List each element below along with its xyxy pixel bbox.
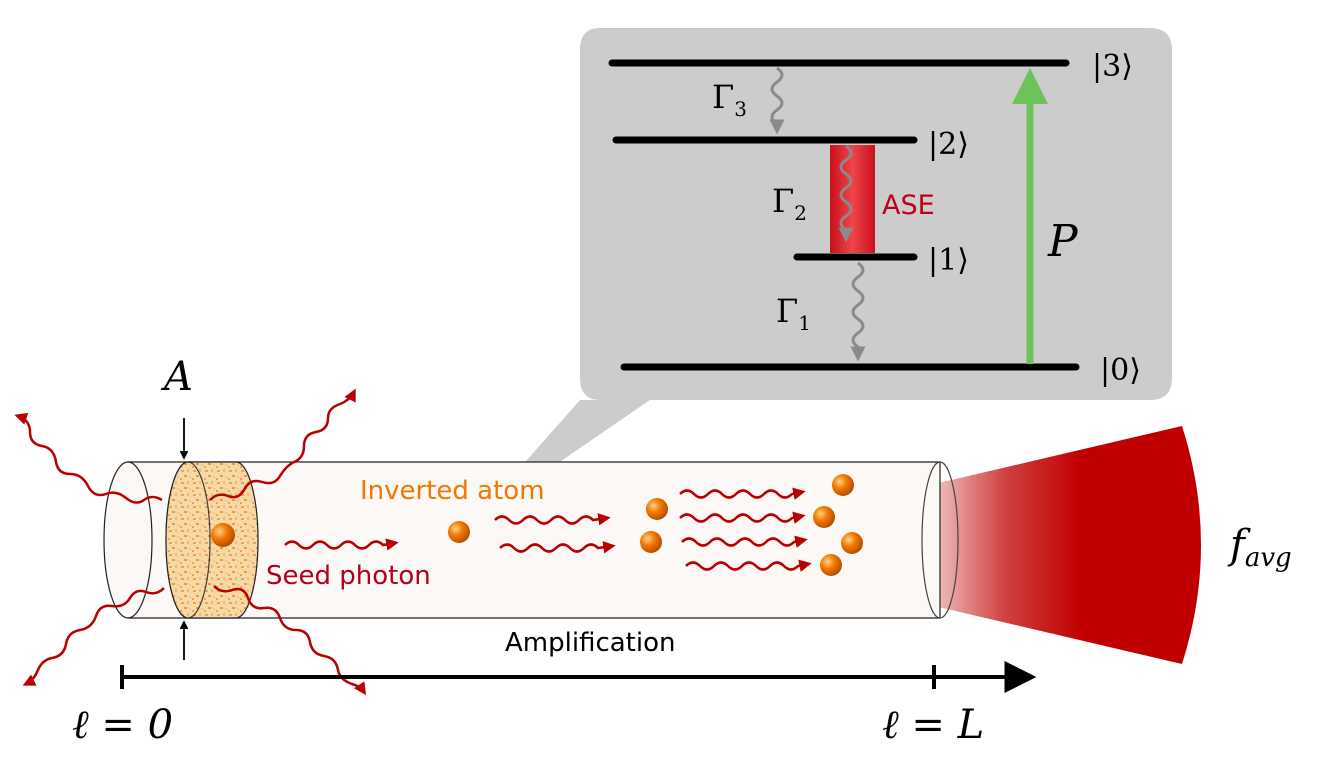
ase-bar	[830, 145, 875, 253]
seed-photon-label: Seed photon	[266, 561, 431, 591]
gamma1-subscript: 1	[798, 311, 811, 335]
tube-right-end	[921, 461, 959, 619]
gamma3-decay-arrow	[769, 66, 785, 135]
area-label: A	[160, 354, 193, 400]
inverted-atom	[448, 521, 470, 543]
escaping-photon-bottom-left	[22, 587, 165, 686]
atom-gen3-b	[813, 506, 835, 528]
atom-gen2-b	[640, 531, 662, 553]
inverted-atom-label: Inverted atom	[360, 476, 545, 506]
photon-gen2-a	[494, 513, 611, 526]
tube-left-end	[103, 461, 153, 619]
seed-atom	[211, 523, 235, 547]
atom-gen3-c	[841, 532, 863, 554]
level-2-label: |2⟩	[928, 127, 969, 162]
gamma2-label: Γ2	[772, 182, 807, 225]
output-label: favg	[1227, 522, 1292, 573]
photon-gen2-b	[499, 541, 616, 554]
photon-gen3-d	[685, 559, 812, 572]
escaping-photon-top-left	[14, 412, 163, 504]
end-label: ℓ = L	[882, 702, 984, 748]
output-label-subscript: avg	[1245, 543, 1292, 573]
gamma3-subscript: 3	[734, 97, 747, 121]
level-1-label: |1⟩	[928, 243, 969, 278]
gamma2-decay-arrow	[838, 144, 854, 243]
level-3-label: |3⟩	[1092, 49, 1133, 84]
escaping-photon-top-right	[209, 388, 356, 501]
gamma1-decay-arrow	[850, 261, 866, 362]
start-label: ℓ = 0	[72, 702, 173, 748]
atom-gen3-a	[832, 474, 854, 496]
gain-slice-front	[165, 461, 211, 619]
photon-gen3-b	[679, 511, 806, 524]
atom-gen3-d	[820, 554, 842, 576]
gamma3-label: Γ3	[712, 78, 747, 121]
callout-panel	[472, 28, 1172, 522]
gamma2-subscript: 2	[794, 201, 807, 225]
gamma1-label: Γ1	[776, 292, 811, 335]
level-0-label: |0⟩	[1100, 353, 1141, 388]
photon-group	[284, 487, 812, 572]
photon-gen3-c	[681, 535, 808, 548]
atom-gen2-a	[646, 498, 668, 520]
output-beam	[900, 426, 1201, 664]
ase-label: ASE	[882, 190, 935, 221]
pump-label: P	[1047, 216, 1079, 267]
photon-seed	[284, 538, 399, 551]
pump-arrow-head	[1012, 68, 1048, 104]
amplification-label: Amplification	[505, 628, 675, 658]
photon-gen3-a	[679, 487, 806, 500]
